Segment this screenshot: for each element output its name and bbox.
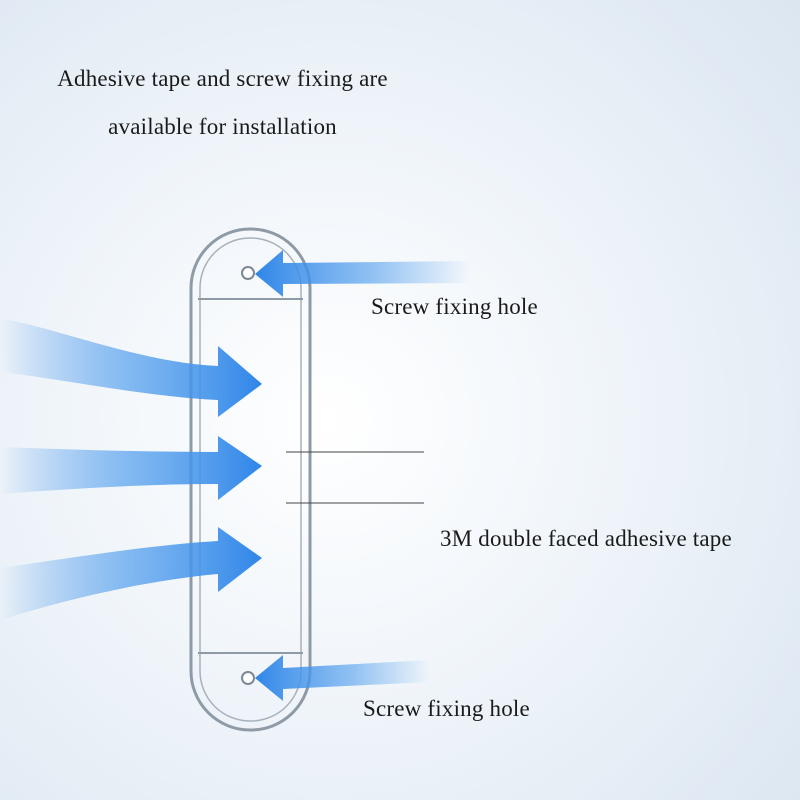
label-screw-hole-top: Screw fixing hole: [371, 294, 538, 319]
label-adhesive-tape: 3M double faced adhesive tape: [440, 526, 732, 551]
screw-hole-top: [241, 266, 255, 280]
screw-hole-bottom: [241, 671, 255, 685]
label-screw-hole-bottom: Screw fixing hole: [363, 696, 530, 721]
heading-line-1: Adhesive tape and screw fixing are: [57, 66, 388, 91]
arrow-to-top-screw-hole: [255, 250, 470, 297]
arrow-to-bottom-screw-hole: [255, 655, 430, 701]
heading-line-2: available for installation: [108, 114, 337, 139]
arrow-to-tape-middle: [0, 436, 262, 500]
arrow-to-tape-lower: [0, 527, 262, 620]
arrow-to-tape-upper: [0, 318, 262, 417]
